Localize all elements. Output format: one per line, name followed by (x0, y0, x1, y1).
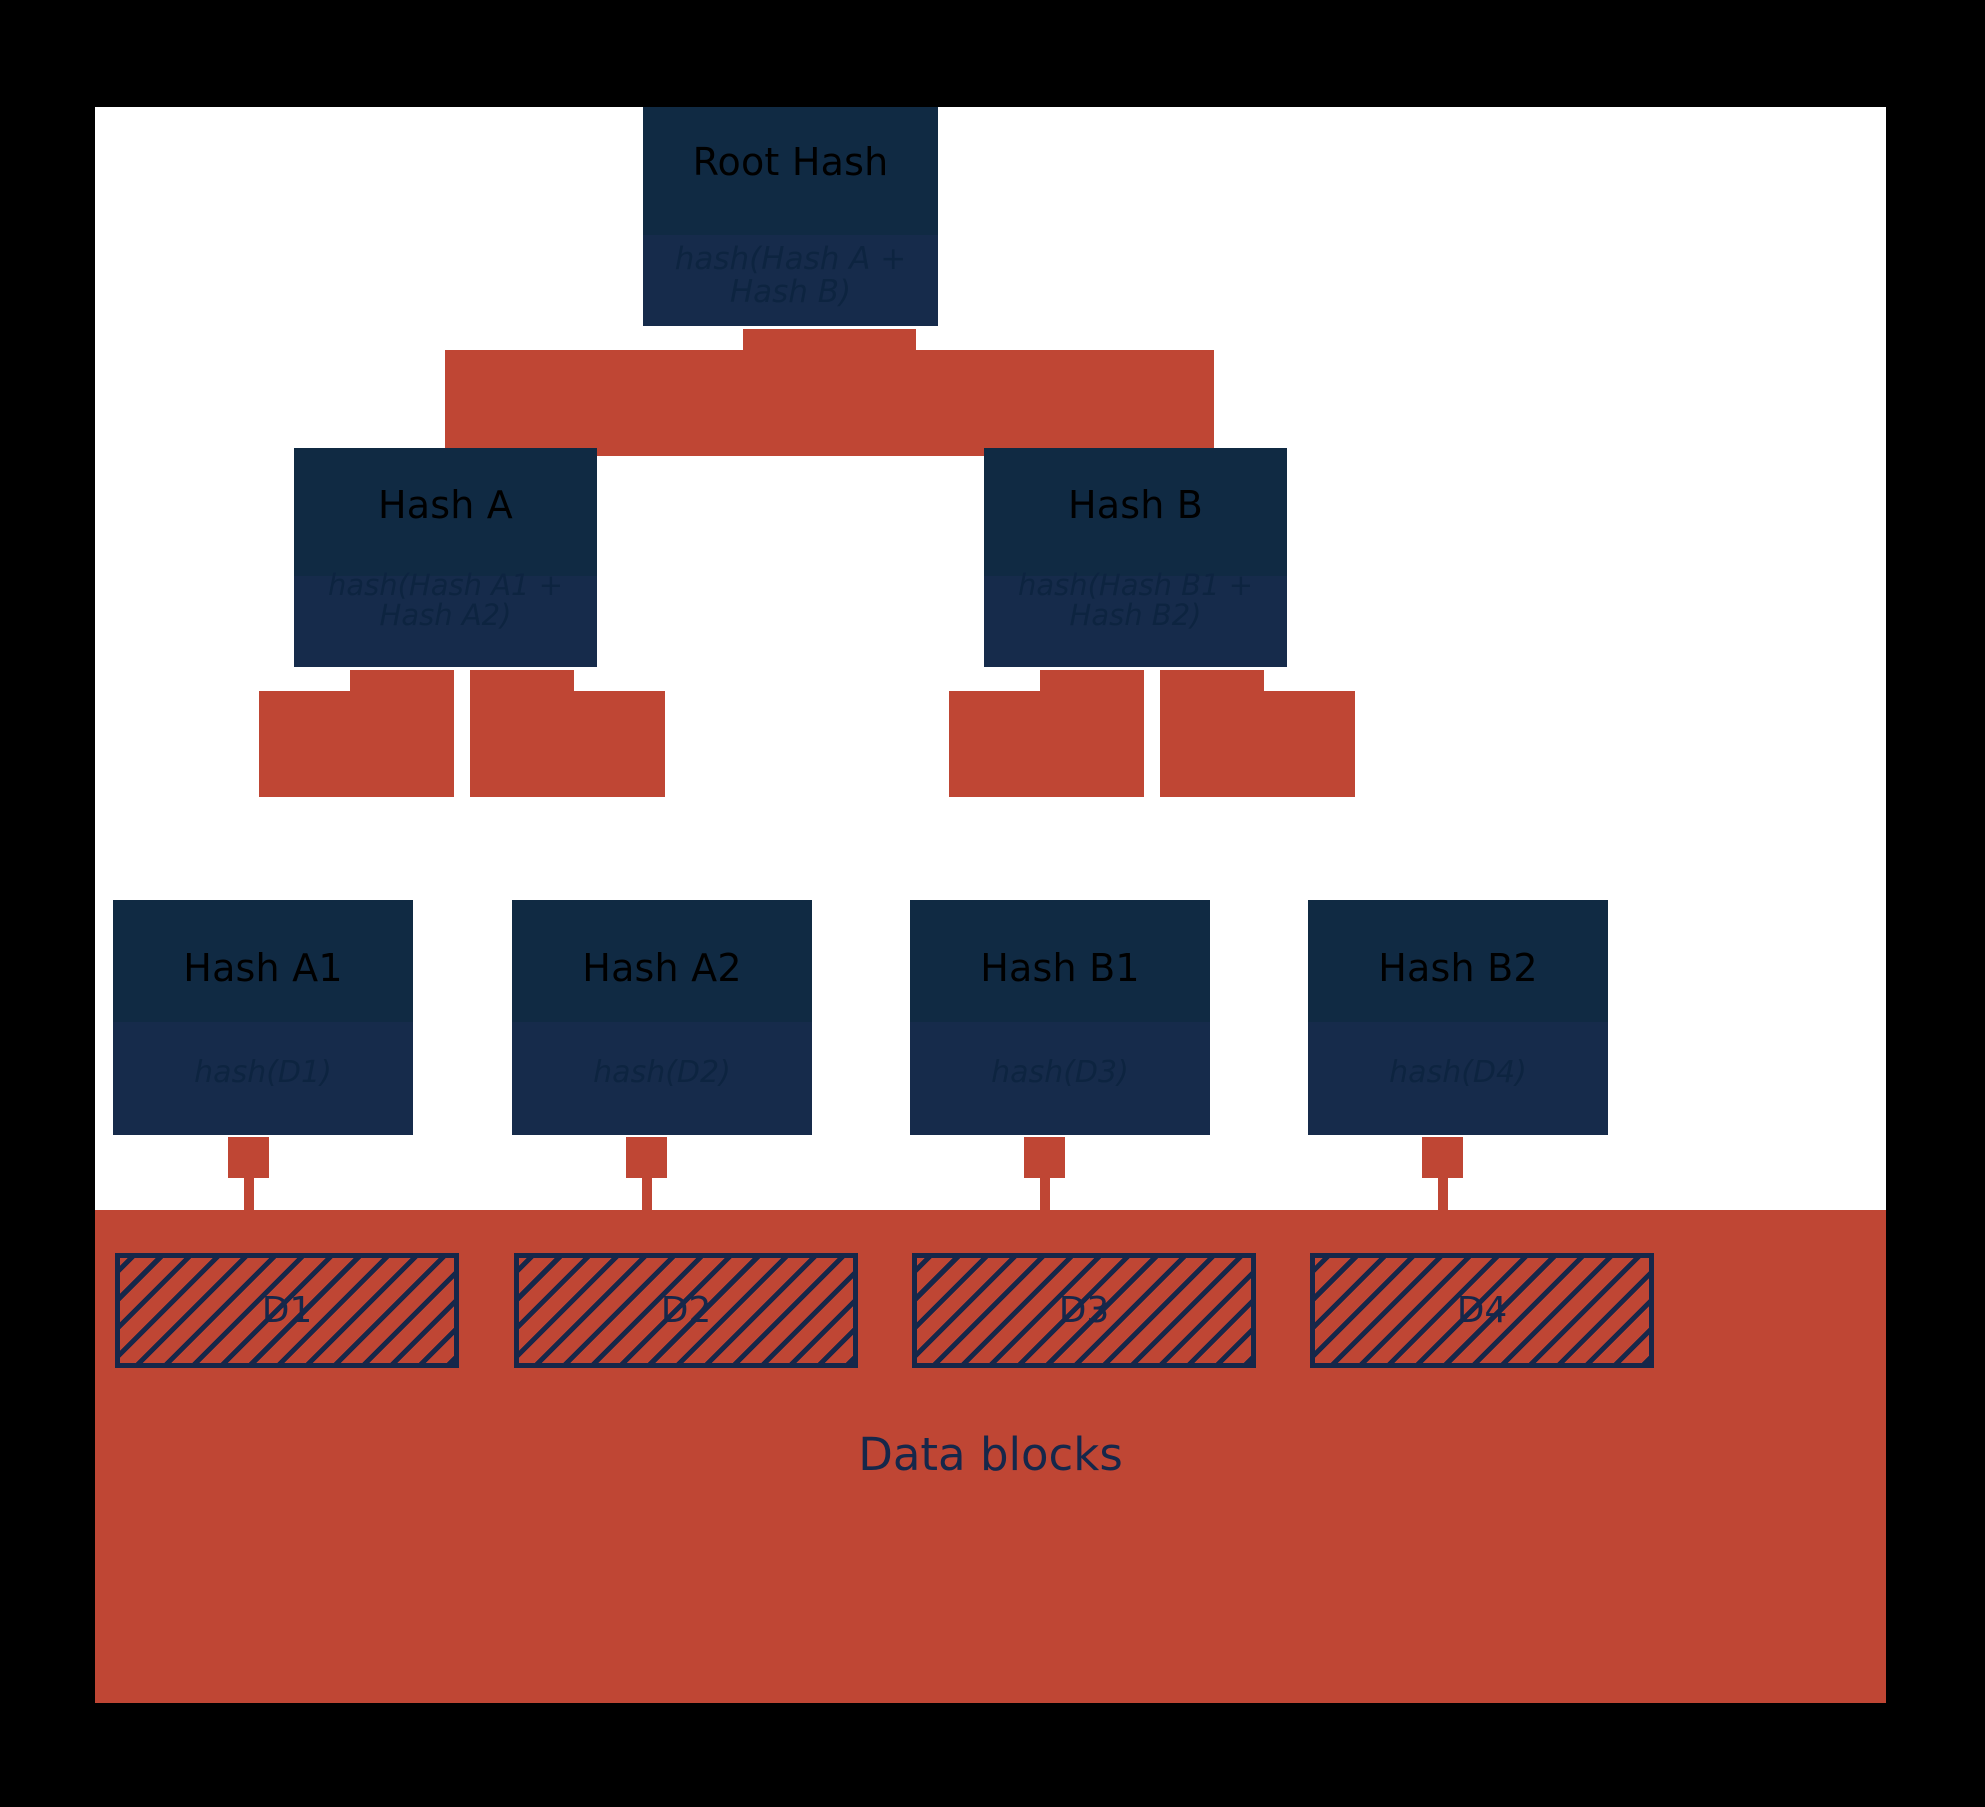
data-block-d2-label: D2 (660, 1290, 712, 1331)
connector-hash-b-to-b2-horizontal (1160, 691, 1355, 797)
hash-a-label: Hash A (377, 483, 514, 527)
connector-a1-to-d1-line (244, 1178, 254, 1212)
node-hash-a1[interactable]: Hash A1 hash(D1) (113, 900, 413, 1135)
connector-a2-to-d2-head (626, 1137, 667, 1178)
hash-b2-expression-band (1308, 1022, 1608, 1135)
connector-a1-to-d1-head (228, 1137, 269, 1178)
hash-a-expression-band (294, 576, 597, 667)
hash-a2-expression: hash(D2) (593, 1055, 731, 1090)
hash-a1-label: Hash A1 (183, 946, 343, 990)
connector-b2-to-d4-head (1422, 1137, 1463, 1178)
connector-b2-to-d4-line (1438, 1178, 1448, 1212)
merkle-tree-diagram: Root Hash hash(Hash A + Hash B) Hash A h… (95, 107, 1886, 1703)
data-block-d1-label: D1 (261, 1290, 313, 1331)
root-hash-expression: hash(Hash A + Hash B) (674, 241, 907, 310)
connector-hash-a-to-a1-horizontal (259, 691, 454, 797)
node-hash-b1[interactable]: Hash B1 hash(D3) (910, 900, 1210, 1135)
data-block-d3[interactable]: D3 (912, 1253, 1256, 1368)
hash-b-expression-band (984, 576, 1287, 667)
hash-a2-expression-band (512, 1022, 812, 1135)
connector-b1-to-d3-head (1024, 1137, 1065, 1178)
root-expression-band (643, 235, 938, 326)
hash-a1-expression: hash(D1) (194, 1055, 332, 1090)
root-hash-label: Root Hash (692, 140, 889, 184)
node-root-hash[interactable]: Root Hash hash(Hash A + Hash B) (643, 107, 938, 326)
data-block-d4[interactable]: D4 (1310, 1253, 1654, 1368)
hash-b1-expression: hash(D3) (991, 1055, 1129, 1090)
connector-a2-to-d2-line (642, 1178, 652, 1212)
connector-root-to-hash-a-horizontal (445, 350, 847, 456)
hash-a2-label: Hash A2 (582, 946, 742, 990)
data-block-d3-label: D3 (1058, 1290, 1110, 1331)
hash-a1-expression-band (113, 1022, 413, 1135)
node-hash-b2[interactable]: Hash B2 hash(D4) (1308, 900, 1608, 1135)
connector-hash-b-to-b1-horizontal (949, 691, 1144, 797)
hash-b-label: Hash B (1067, 483, 1204, 527)
connector-hash-a-to-a2-horizontal (470, 691, 665, 797)
data-blocks-caption: Data blocks (858, 1428, 1123, 1481)
data-block-d2[interactable]: D2 (514, 1253, 858, 1368)
hash-b1-expression-band (910, 1022, 1210, 1135)
hash-b1-label: Hash B1 (980, 946, 1140, 990)
hash-b2-label: Hash B2 (1378, 946, 1538, 990)
data-block-d1[interactable]: D1 (115, 1253, 459, 1368)
connector-root-to-hash-b-horizontal (812, 350, 1214, 456)
data-block-d4-label: D4 (1456, 1290, 1508, 1331)
data-blocks-band: D1 D2 D3 D4 Data blocks (95, 1210, 1886, 1703)
connector-b1-to-d3-line (1040, 1178, 1050, 1212)
hash-b-expression: hash(Hash B1 + Hash B2) (1017, 568, 1254, 633)
hash-a-expression: hash(Hash A1 + Hash A2) (327, 568, 564, 633)
node-hash-b[interactable]: Hash B hash(Hash B1 + Hash B2) (984, 448, 1287, 667)
hash-b2-expression: hash(D4) (1389, 1055, 1527, 1090)
node-hash-a2[interactable]: Hash A2 hash(D2) (512, 900, 812, 1135)
node-hash-a[interactable]: Hash A hash(Hash A1 + Hash A2) (294, 448, 597, 667)
